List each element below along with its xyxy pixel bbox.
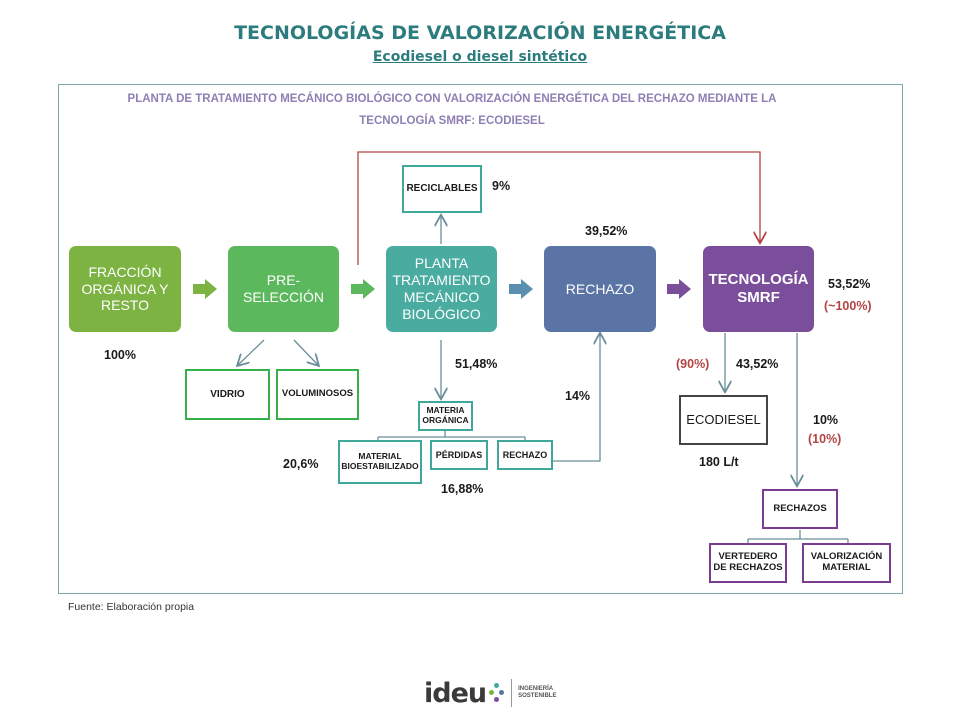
page-subtitle: Ecodiesel o diesel sintético bbox=[372, 49, 588, 65]
block-preseleccion: PRE- SELECCIÓN bbox=[228, 246, 339, 332]
label-percent-20-6: 20,6% bbox=[283, 457, 319, 471]
flow-arrow-1-icon bbox=[205, 279, 217, 299]
label-percent-10: 10% bbox=[813, 413, 839, 427]
label-percent-14: 14% bbox=[565, 389, 591, 403]
diagram-header-line-2: TECNOLOGÍA SMRF: ECODIESEL bbox=[359, 115, 545, 127]
flow-arrow-3-body bbox=[509, 284, 521, 294]
box-rechazo-small: RECHAZO bbox=[497, 440, 553, 470]
block-rechazo: RECHAZO bbox=[544, 246, 656, 332]
red-bypass-line bbox=[357, 151, 760, 265]
box-materia-organica: MATERIA ORGÁNICA bbox=[418, 401, 473, 431]
flow-arrow-3-icon bbox=[521, 279, 533, 299]
diagram-frame bbox=[58, 84, 903, 594]
flow-arrow-1-body bbox=[193, 284, 205, 294]
block-tecnologia-smrf: TECNOLOGÍA SMRF bbox=[703, 246, 814, 332]
box-reciclables: RECICLABLES bbox=[402, 165, 482, 213]
label-percent-100: 100% bbox=[104, 348, 136, 362]
flow-arrow-4-body bbox=[667, 284, 679, 294]
label-percent-90: (90%) bbox=[676, 357, 710, 371]
source-note: Fuente: Elaboración propia bbox=[68, 601, 195, 613]
label-percent-16-88: 16,88% bbox=[441, 482, 484, 496]
label-percent-39-52: 39,52% bbox=[585, 224, 628, 238]
box-vertedero-rechazos: VERTEDERO DE RECHAZOS bbox=[709, 543, 787, 583]
page-title: TECNOLOGÍAS DE VALORIZACIÓN ENERGÉTICA bbox=[234, 22, 726, 44]
label-percent-51-48: 51,48% bbox=[455, 357, 498, 371]
arrow-rechazo-return bbox=[553, 334, 600, 462]
box-vidrio: VIDRIO bbox=[185, 369, 270, 420]
label-percent-10-paren: (10%) bbox=[808, 432, 842, 446]
label-ecodiesel-yield: 180 L/t bbox=[699, 455, 739, 469]
label-percent-53-52: 53,52% bbox=[828, 277, 871, 291]
box-voluminosos: VOLUMINOSOS bbox=[276, 369, 359, 420]
flow-arrow-2-body bbox=[351, 284, 363, 294]
box-valorizacion-material: VALORIZACIÓN MATERIAL bbox=[802, 543, 891, 583]
diagram-header-line-1: PLANTA DE TRATAMIENTO MECÁNICO BIOLÓGICO… bbox=[127, 93, 777, 105]
label-percent-approx-100: (~100%) bbox=[824, 299, 872, 313]
logo-tagline: INGENIERÍA SOSTENIBLE bbox=[518, 686, 556, 701]
logo-dots-icon bbox=[489, 683, 505, 703]
label-percent-9: 9% bbox=[492, 179, 511, 193]
flow-arrow-2-icon bbox=[363, 279, 375, 299]
block-planta-tratamiento: PLANTA TRATAMIENTO MECÁNICO BIOLÓGICO bbox=[386, 246, 497, 332]
logo-wordmark: ideu bbox=[424, 677, 487, 709]
box-material-bioestabilizado: MATERIAL BIOESTABILIZADO bbox=[338, 440, 422, 484]
box-ecodiesel: ECODIESEL bbox=[679, 395, 768, 445]
box-perdidas: PÉRDIDAS bbox=[430, 440, 488, 470]
flow-arrow-4-icon bbox=[679, 279, 691, 299]
arrow-to-voluminosos bbox=[293, 339, 318, 365]
logo-tagline-1: INGENIERÍA bbox=[518, 685, 554, 692]
box-rechazos: RECHAZOS bbox=[762, 489, 838, 529]
logo-tagline-2: SOSTENIBLE bbox=[518, 693, 557, 699]
block-fraccion-organica: FRACCIÓN ORGÁNICA Y RESTO bbox=[69, 246, 181, 332]
ideus-logo: ideu INGENIERÍA SOSTENIBLE bbox=[424, 676, 556, 710]
logo-separator bbox=[511, 679, 513, 707]
arrow-to-vidrio bbox=[238, 339, 265, 365]
label-percent-43-52: 43,52% bbox=[736, 357, 779, 371]
